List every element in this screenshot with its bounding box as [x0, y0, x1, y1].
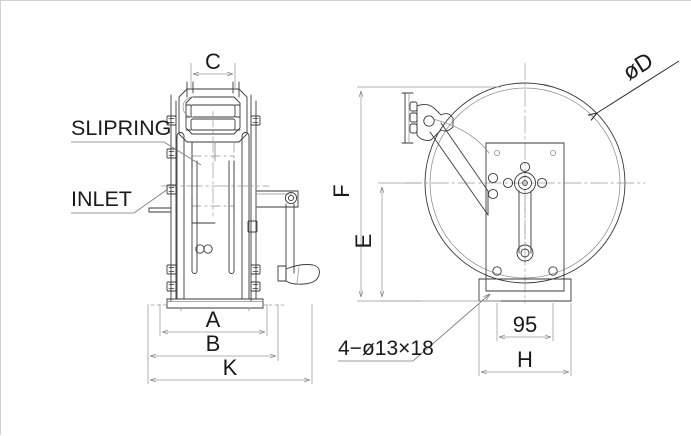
dimension-k: K — [147, 304, 313, 384]
dimension-k-label: K — [223, 355, 238, 380]
slipring-leader — [71, 141, 202, 166]
front-view-callouts: SLIPRING INLET — [71, 116, 202, 214]
front-centerlines — [160, 110, 270, 217]
hose-arc — [432, 118, 490, 154]
dimension-e-label: E — [351, 234, 376, 249]
dimension-h-label: H — [517, 347, 533, 372]
drum-body — [191, 141, 216, 224]
hole-note-label: 4−ø13×18 — [338, 337, 434, 360]
support-arm — [429, 122, 489, 216]
dimension-e: E — [351, 182, 421, 302]
dimension-c: C — [190, 49, 236, 89]
dimension-95: 95 — [496, 303, 554, 341]
dimension-f: F — [329, 86, 501, 302]
front-base-plate — [166, 298, 264, 312]
inlet-swivel-bracket — [401, 92, 454, 144]
diameter-callout: øD — [597, 47, 680, 113]
slipring-label: SLIPRING — [71, 116, 171, 140]
drum-tubes — [191, 160, 235, 274]
dimension-b: B — [147, 304, 279, 361]
dimension-95-label: 95 — [513, 312, 537, 337]
top-posts — [186, 81, 240, 98]
side-view — [401, 62, 646, 304]
dimension-b-label: B — [206, 331, 221, 356]
side-centerlines — [404, 62, 646, 304]
center-mounting-plate — [485, 142, 565, 292]
left-rail-fasteners — [166, 115, 177, 292]
dimension-a-label: A — [206, 307, 221, 332]
dimension-c-label: C — [205, 49, 221, 74]
inlet-leader — [71, 188, 169, 214]
inlet-pipe — [148, 207, 172, 213]
roller-pair-detail — [195, 244, 213, 254]
dimension-h: H — [478, 303, 572, 376]
crank-assembly — [256, 190, 320, 285]
diameter-label: øD — [618, 47, 658, 85]
dimension-f-label: F — [329, 184, 354, 197]
side-base-plate — [478, 278, 572, 302]
front-view — [148, 81, 320, 312]
right-rail-fasteners — [247, 115, 261, 292]
reel-hub — [487, 161, 548, 200]
hole-note-callout: 4−ø13×18 — [338, 293, 490, 362]
dimension-a: A — [159, 304, 268, 336]
hub-slot — [516, 190, 534, 262]
frame-rails — [170, 94, 257, 302]
inlet-label: INLET — [71, 187, 132, 211]
